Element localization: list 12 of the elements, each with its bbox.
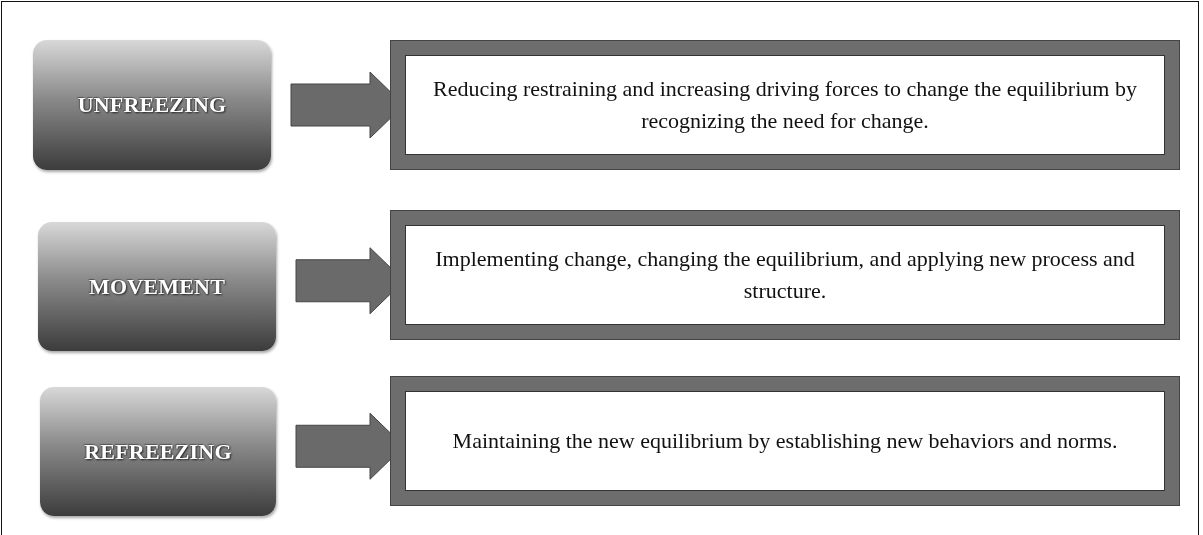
- stage-box: [40, 387, 276, 516]
- description-text: Implementing change, changing the equilibrium, and applying new process and structure.: [434, 245, 1136, 305]
- description-panel: [390, 210, 1180, 340]
- stage-title: UNFREEZING: [77, 92, 227, 118]
- stage-title: REFREEZING: [84, 438, 232, 465]
- description-text: Reducing restraining and increasing driving forces to change the equilibrium by recognizing the need for change.: [432, 75, 1138, 135]
- stage-box: [38, 222, 276, 351]
- description-panel: [390, 376, 1180, 506]
- stage-box: [33, 40, 271, 170]
- stage-title: MOVEMENT: [88, 273, 225, 300]
- description-panel: [390, 40, 1180, 170]
- description-text: Maintaining the new equilibrium by establishing new behaviors and norms.: [452, 427, 1118, 456]
